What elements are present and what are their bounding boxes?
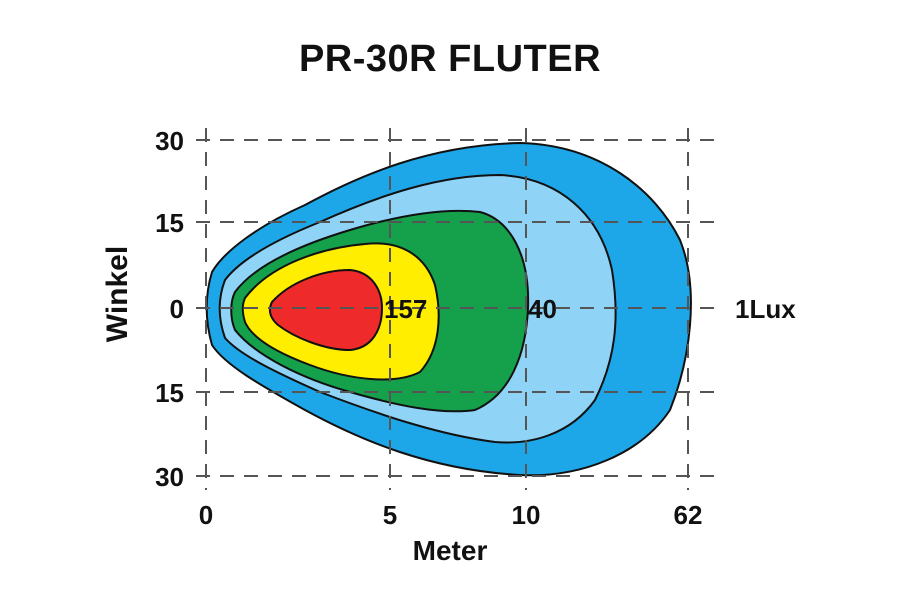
zone-label: 157 — [384, 294, 427, 324]
zone-core — [269, 268, 384, 352]
tick-labels: 30 15 0 15 30 0 5 10 62 — [155, 126, 702, 530]
zone-label: 1Lux — [735, 294, 796, 324]
grid — [196, 128, 720, 490]
x-tick-label: 0 — [199, 500, 213, 530]
x-tick-label: 62 — [674, 500, 703, 530]
y-tick-label: 15 — [155, 378, 184, 408]
y-tick-label: 30 — [155, 462, 184, 492]
y-tick-label: 30 — [155, 126, 184, 156]
x-tick-label: 5 — [383, 500, 397, 530]
x-tick-label: 10 — [512, 500, 541, 530]
x-axis-label: Meter — [412, 535, 488, 566]
zone-labels: 1Lux 40 157 — [384, 294, 796, 324]
y-tick-label: 15 — [155, 208, 184, 238]
y-tick-label: 0 — [170, 294, 184, 324]
chart-title: PR-30R FLUTER — [298, 38, 602, 80]
zone-label: 40 — [528, 294, 557, 324]
